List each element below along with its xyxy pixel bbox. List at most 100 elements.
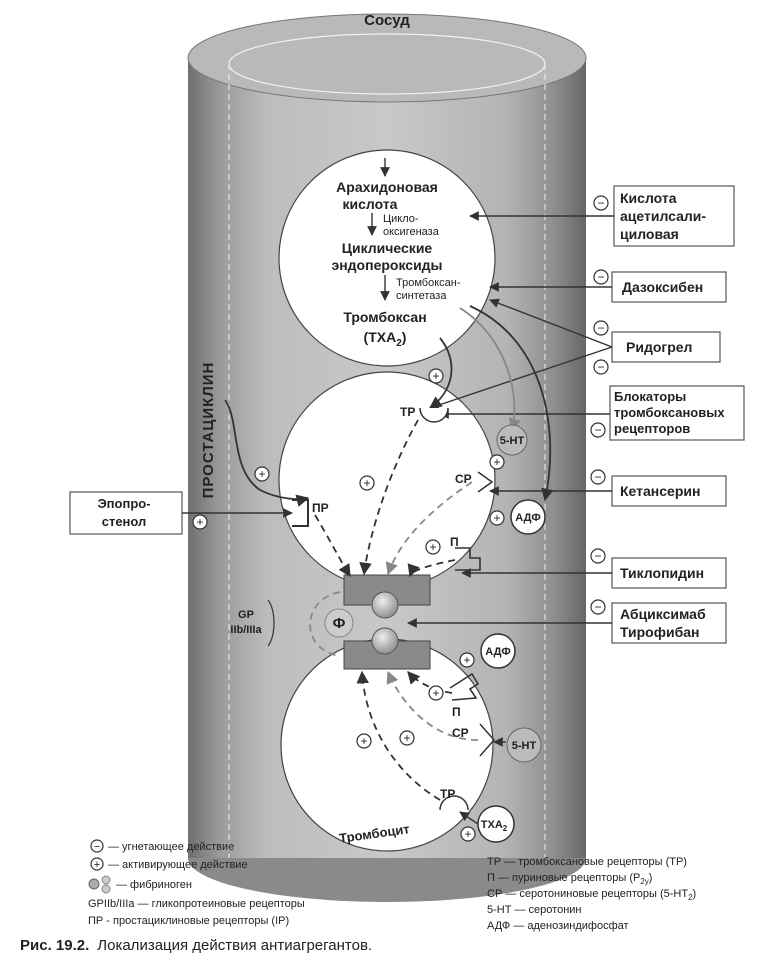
tp-activation-path-upper bbox=[359, 419, 419, 576]
endoperoxides-line1: Циклические bbox=[342, 240, 433, 256]
thromboxane-line2: (ТХА2) bbox=[364, 329, 407, 349]
svg-text:Тиклопидин: Тиклопидин bbox=[620, 565, 704, 581]
svg-text:+: + bbox=[94, 859, 100, 871]
gp-bracket bbox=[267, 599, 275, 647]
svg-text:−: − bbox=[597, 270, 604, 284]
svg-text:+: + bbox=[432, 369, 439, 383]
svg-text:+: + bbox=[196, 515, 203, 529]
cyclooxygenase-line2: оксигеназа bbox=[383, 226, 440, 238]
svg-text:Тирофибан: Тирофибан bbox=[620, 624, 699, 640]
svg-text:+: + bbox=[464, 827, 471, 841]
svg-text:+: + bbox=[432, 686, 439, 700]
svg-text:−: − bbox=[597, 196, 604, 210]
gp-fibrinogen-bridge bbox=[309, 591, 341, 657]
minus-symbols: − − − − − − − − bbox=[590, 195, 609, 615]
figure-caption: Рис. 19.2.Локализация действия антиагрег… bbox=[20, 937, 372, 954]
adp-ball-lower bbox=[480, 633, 516, 669]
svg-text:Кетансерин: Кетансерин bbox=[620, 483, 700, 499]
tp-receptor-lower bbox=[439, 795, 469, 811]
prostacyclin-label: ПРОСТАЦИКЛИН bbox=[200, 362, 217, 499]
tp-label-lower: ТР bbox=[440, 787, 455, 801]
svg-text:+: + bbox=[363, 476, 370, 490]
thromboxane-line1: Тромбоксан bbox=[343, 309, 426, 325]
p-activation-path-upper bbox=[407, 559, 456, 578]
vessel-label: Сосуд bbox=[364, 12, 410, 29]
serotonin-ball-upper bbox=[496, 424, 528, 456]
svg-text:ацетилсали-: ацетилсали- bbox=[620, 208, 706, 224]
txa2-to-tp-path bbox=[428, 337, 453, 409]
gp-receptor-lower bbox=[371, 627, 399, 655]
txa2-to-tp-lower bbox=[459, 811, 479, 825]
svg-text:П — пуриновые рецепторы (Р2y): П — пуриновые рецепторы (Р2y) bbox=[487, 872, 652, 886]
svg-text:СР — серотониновые рецепторы (: СР — серотониновые рецепторы (5-НТ2) bbox=[487, 888, 696, 902]
adp-label-upper: АДФ bbox=[515, 512, 540, 524]
pr-receptor bbox=[292, 499, 309, 527]
svg-text:ТР — тромбоксановые рецепторы: ТР — тромбоксановые рецепторы (ТР) bbox=[487, 856, 687, 868]
ridogrel-arrow-2 bbox=[429, 346, 613, 410]
gp-label-line2: IIb/IIIa bbox=[230, 624, 262, 636]
pr-label: ПР bbox=[312, 501, 329, 515]
drug-box-abciximab: Абциксимаб Тирофибан bbox=[611, 602, 727, 644]
sr-label-lower: СР bbox=[452, 726, 469, 740]
svg-text:+: + bbox=[493, 511, 500, 525]
legend-left: − — угнетающее действие + — активирующее… bbox=[88, 839, 305, 927]
platelet-upper-cell bbox=[278, 149, 496, 367]
svg-text:тромбоксановых: тромбоксановых bbox=[614, 405, 725, 420]
svg-text:−: − bbox=[594, 600, 601, 614]
p-label-lower: П bbox=[452, 705, 461, 719]
svg-text:— активирующее действие: — активирующее действие bbox=[108, 859, 248, 871]
fibrinogen-label: Ф bbox=[333, 615, 346, 632]
sr-receptor-upper bbox=[477, 471, 494, 493]
legend-right: ТР — тромбоксановые рецепторы (ТР) П — п… bbox=[487, 856, 696, 932]
fibrinogen-ball bbox=[324, 608, 354, 638]
svg-text:GPIIb/IIIa — гликопротеиновые: GPIIb/IIIa — гликопротеиновые рецепторы bbox=[88, 898, 305, 910]
svg-text:стенол: стенол bbox=[102, 514, 147, 529]
cyclooxygenase-line1: Цикло- bbox=[383, 213, 419, 225]
svg-text:+: + bbox=[258, 467, 265, 481]
svg-text:5-НТ — серотонин: 5-НТ — серотонин bbox=[487, 904, 582, 916]
svg-text:Блокаторы: Блокаторы bbox=[614, 389, 686, 404]
serotonin-label-upper: 5-НТ bbox=[500, 435, 525, 447]
serotonin-release-path bbox=[459, 307, 522, 432]
sr-activation-path-lower bbox=[386, 670, 479, 741]
platelet-lower-cell bbox=[280, 638, 494, 852]
svg-text:−: − bbox=[597, 321, 604, 335]
txa2-label-lower: ТХА2 bbox=[481, 819, 508, 833]
drug-box-ticlopidine: Тиклопидин bbox=[611, 557, 727, 589]
svg-text:Абциксимаб: Абциксимаб bbox=[620, 606, 706, 622]
synthetase-line2: синтетаза bbox=[396, 290, 447, 302]
ridogrel-arrow-1 bbox=[489, 298, 613, 348]
prostacyclin-arrow bbox=[224, 399, 310, 507]
gp-label-line1: GP bbox=[238, 609, 254, 621]
adp-ball-upper bbox=[510, 499, 546, 535]
drug-box-epoprostenol: Эпопро- стенол bbox=[69, 491, 183, 535]
svg-text:Эпопро-: Эпопро- bbox=[97, 496, 150, 511]
arachidonic-line1: Арахидоновая bbox=[336, 179, 438, 195]
svg-text:−: − bbox=[594, 470, 601, 484]
sr-activation-path-upper bbox=[385, 481, 473, 576]
svg-text:циловая: циловая bbox=[620, 226, 679, 242]
drug-box-ridogrel: Ридогрел bbox=[611, 331, 721, 363]
serotonin-ball-lower bbox=[506, 727, 542, 763]
arachidonic-line2: кислота bbox=[343, 196, 398, 212]
svg-text:+: + bbox=[429, 540, 436, 554]
p-activation-path-lower bbox=[407, 671, 453, 694]
svg-text:Ридогрел: Ридогрел bbox=[626, 339, 692, 355]
drug-box-aspirin: Кислота ацетилсали- циловая bbox=[613, 185, 735, 247]
plus-symbols: + + + + + + + + + + + + bbox=[192, 368, 505, 842]
endoperoxides-line2: эндопероксиды bbox=[331, 257, 442, 273]
adp-label-lower: АДФ bbox=[485, 646, 510, 658]
p-label-upper: П bbox=[450, 535, 459, 549]
drug-box-tp-blockers: Блокаторы тромбоксановых рецепторов bbox=[609, 385, 745, 441]
svg-text:— угнетающее действие: — угнетающее действие bbox=[108, 841, 234, 853]
svg-text:+: + bbox=[403, 731, 410, 745]
drug-box-dazoxiben: Дазоксибен bbox=[611, 271, 727, 303]
svg-text:Дазоксибен: Дазоксибен bbox=[622, 279, 703, 295]
sr-label-upper: СР bbox=[455, 472, 472, 486]
tp-receptor-upper bbox=[419, 407, 449, 423]
svg-text:Кислота: Кислота bbox=[620, 190, 677, 206]
svg-text:−: − bbox=[594, 549, 601, 563]
pr-activation-path bbox=[314, 514, 351, 578]
drug-box-ketanserin: Кетансерин bbox=[611, 475, 727, 507]
